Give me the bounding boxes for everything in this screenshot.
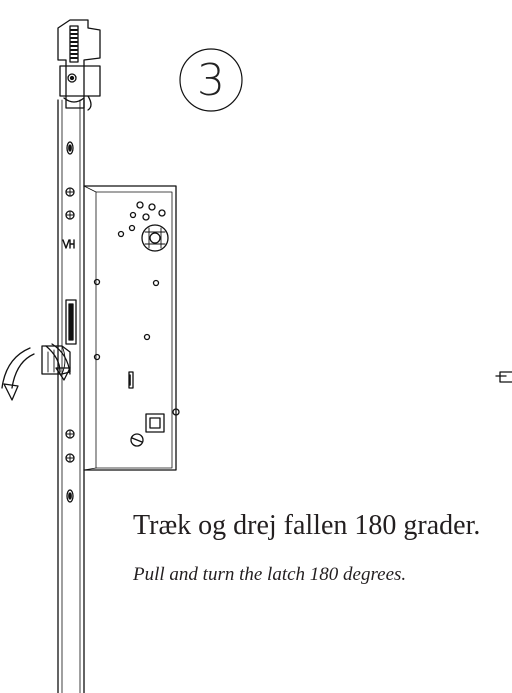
step-number: 3 <box>197 55 225 106</box>
top-endpiece <box>57 19 101 111</box>
faceplate-logo <box>62 239 75 249</box>
instruction-english: Pull and turn the latch 180 degrees. <box>133 564 407 585</box>
faceplate-bar <box>57 99 85 693</box>
lock-case <box>83 185 180 471</box>
rotate-arrow-right-icon <box>45 343 71 381</box>
right-edge-fragment <box>495 371 512 383</box>
instruction-danish: Træk og drej fallen 180 grader. <box>133 510 481 541</box>
step-circle <box>179 48 243 112</box>
rotate-arrow-left-icon <box>1 347 35 401</box>
